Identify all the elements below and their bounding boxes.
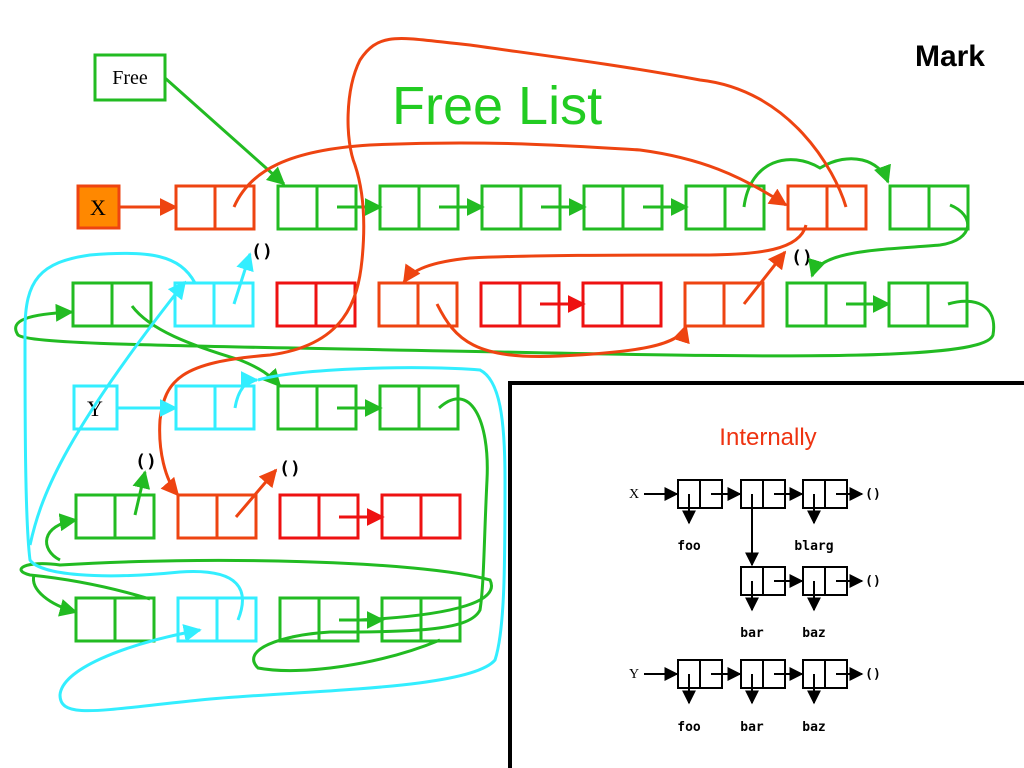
y-root-label: Y [87, 396, 103, 421]
red-cell-links [339, 295, 586, 526]
cell-row5-4 [380, 596, 462, 643]
inset-nil-3: () [865, 667, 881, 682]
cell-row3-1 [174, 384, 256, 431]
cell-row1-8 [888, 184, 970, 231]
cell-row1-7 [786, 184, 868, 231]
inset-x-label: X [629, 487, 639, 502]
inset-nil-1: () [865, 487, 881, 502]
cell-row4-4 [380, 493, 462, 540]
cell-row1-6 [684, 184, 766, 231]
cell-row5-1 [74, 596, 156, 643]
inset-y-label: Y [629, 667, 639, 682]
x-root: X [76, 184, 121, 230]
inset-atom-baz-2: baz [802, 720, 825, 735]
free-root: Free [93, 53, 167, 102]
cell-row2-3 [275, 281, 357, 328]
cell-row2-7 [683, 281, 765, 328]
cell-row2-2 [173, 281, 255, 328]
cell-row4-2 [176, 493, 258, 540]
inset-atom-foo-1: foo [677, 539, 701, 554]
nil-label-2: () [791, 247, 813, 268]
inset-panel: Internally X () foo blarg () bar baz Y [508, 381, 1024, 768]
cell-row3-3 [378, 384, 460, 431]
inset-title: Internally [719, 424, 816, 451]
cell-row5-2 [176, 596, 258, 643]
inset-nil-2: () [865, 574, 881, 589]
inset-cell-n2 [802, 566, 848, 596]
nil-label-3: () [135, 451, 157, 472]
x-root-label: X [90, 195, 106, 220]
y-root: Y [72, 384, 119, 431]
nil-label-4: () [279, 458, 301, 479]
x-structure-links [119, 37, 848, 518]
inset-atom-bar-1: bar [740, 626, 764, 641]
inset-atom-blarg: blarg [794, 539, 833, 554]
cell-row2-1 [71, 281, 153, 328]
cell-row2-9 [887, 281, 969, 328]
y-structure-links [23, 251, 507, 713]
inset-atom-foo-2: foo [677, 720, 701, 735]
inset-atom-bar-2: bar [740, 720, 764, 735]
slide-title: Free List [392, 76, 602, 136]
cell-row2-6 [581, 281, 663, 328]
cell-row4-1 [74, 493, 156, 540]
corner-title: Mark [915, 40, 985, 73]
nil-label-1: () [251, 241, 273, 262]
free-root-label: Free [112, 67, 148, 89]
inset-atom-baz-1: baz [802, 626, 825, 641]
